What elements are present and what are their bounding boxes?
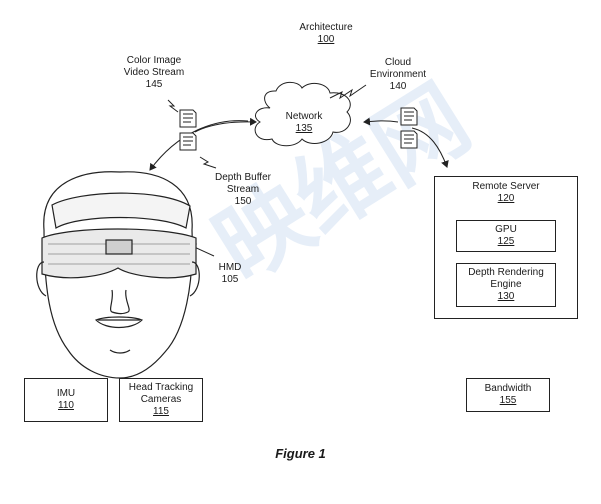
depth-engine-box: Depth Rendering Engine 130 (456, 263, 556, 307)
bandwidth-box: Bandwidth 155 (466, 378, 550, 412)
network-label: Network 135 (272, 111, 336, 135)
depth-engine-line1: Depth Rendering (468, 267, 544, 278)
depth-stream-line1: Depth Buffer (215, 172, 271, 183)
color-stream-line2: Video Stream (123, 67, 185, 78)
document-icon (179, 132, 197, 151)
depth-stream-label: Depth Buffer Stream 150 (208, 172, 278, 208)
remote-server-box: Remote Server 120 (434, 176, 578, 319)
head-tracking-line1: Head Tracking (128, 382, 194, 393)
arrow-network-to-head (149, 120, 249, 171)
title-number: 100 (317, 34, 335, 45)
document-icon (400, 130, 418, 149)
lightning-cloud-env (329, 84, 367, 100)
user-head-icon (36, 171, 200, 379)
cloud-env-number: 140 (389, 81, 407, 92)
depth-engine-line2: Engine (490, 279, 522, 290)
head-tracking-line2: Cameras (140, 394, 182, 405)
gpu-number: 125 (497, 236, 515, 247)
network-number: 135 (295, 123, 313, 134)
color-stream-label: Color Image Video Stream 145 (114, 55, 194, 91)
network-cloud-icon (254, 81, 351, 147)
diagram-title: Architecture 100 (286, 22, 366, 46)
bandwidth-title: Bandwidth (484, 383, 532, 394)
color-stream-line1: Color Image (126, 55, 182, 66)
imu-title: IMU (56, 388, 76, 399)
depth-stream-number: 150 (234, 196, 252, 207)
imu-number: 110 (58, 400, 74, 411)
arrow-server-to-network (363, 117, 399, 126)
bandwidth-number: 155 (499, 395, 517, 406)
title-text: Architecture (299, 22, 353, 33)
arrow-network-to-server (411, 127, 449, 168)
cloud-env-line1: Cloud (384, 57, 412, 68)
remote-server-number: 120 (497, 193, 515, 204)
imu-box: IMU 110 (24, 378, 108, 422)
hmd-number: 105 (221, 274, 239, 285)
gpu-box: GPU 125 (456, 220, 556, 252)
depth-stream-line2: Stream (226, 184, 260, 195)
lightning-color-stream (167, 99, 179, 113)
depth-engine-number: 130 (497, 291, 515, 302)
document-icon (179, 109, 197, 128)
cloud-env-label: Cloud Environment 140 (358, 57, 438, 93)
color-stream-number: 145 (145, 79, 163, 90)
network-text: Network (285, 111, 323, 122)
figure-caption: Figure 1 (275, 446, 326, 461)
lightning-depth-stream (199, 156, 217, 169)
head-tracking-number: 115 (153, 406, 169, 417)
arrow-head-to-network (194, 117, 257, 133)
head-tracking-box: Head Tracking Cameras 115 (119, 378, 203, 422)
gpu-title: GPU (495, 224, 517, 235)
cloud-env-line2: Environment (369, 69, 427, 80)
hmd-label: HMD 105 (210, 262, 250, 286)
hmd-text: HMD (218, 262, 242, 273)
remote-server-title: Remote Server (472, 181, 540, 192)
document-icon (400, 107, 418, 126)
